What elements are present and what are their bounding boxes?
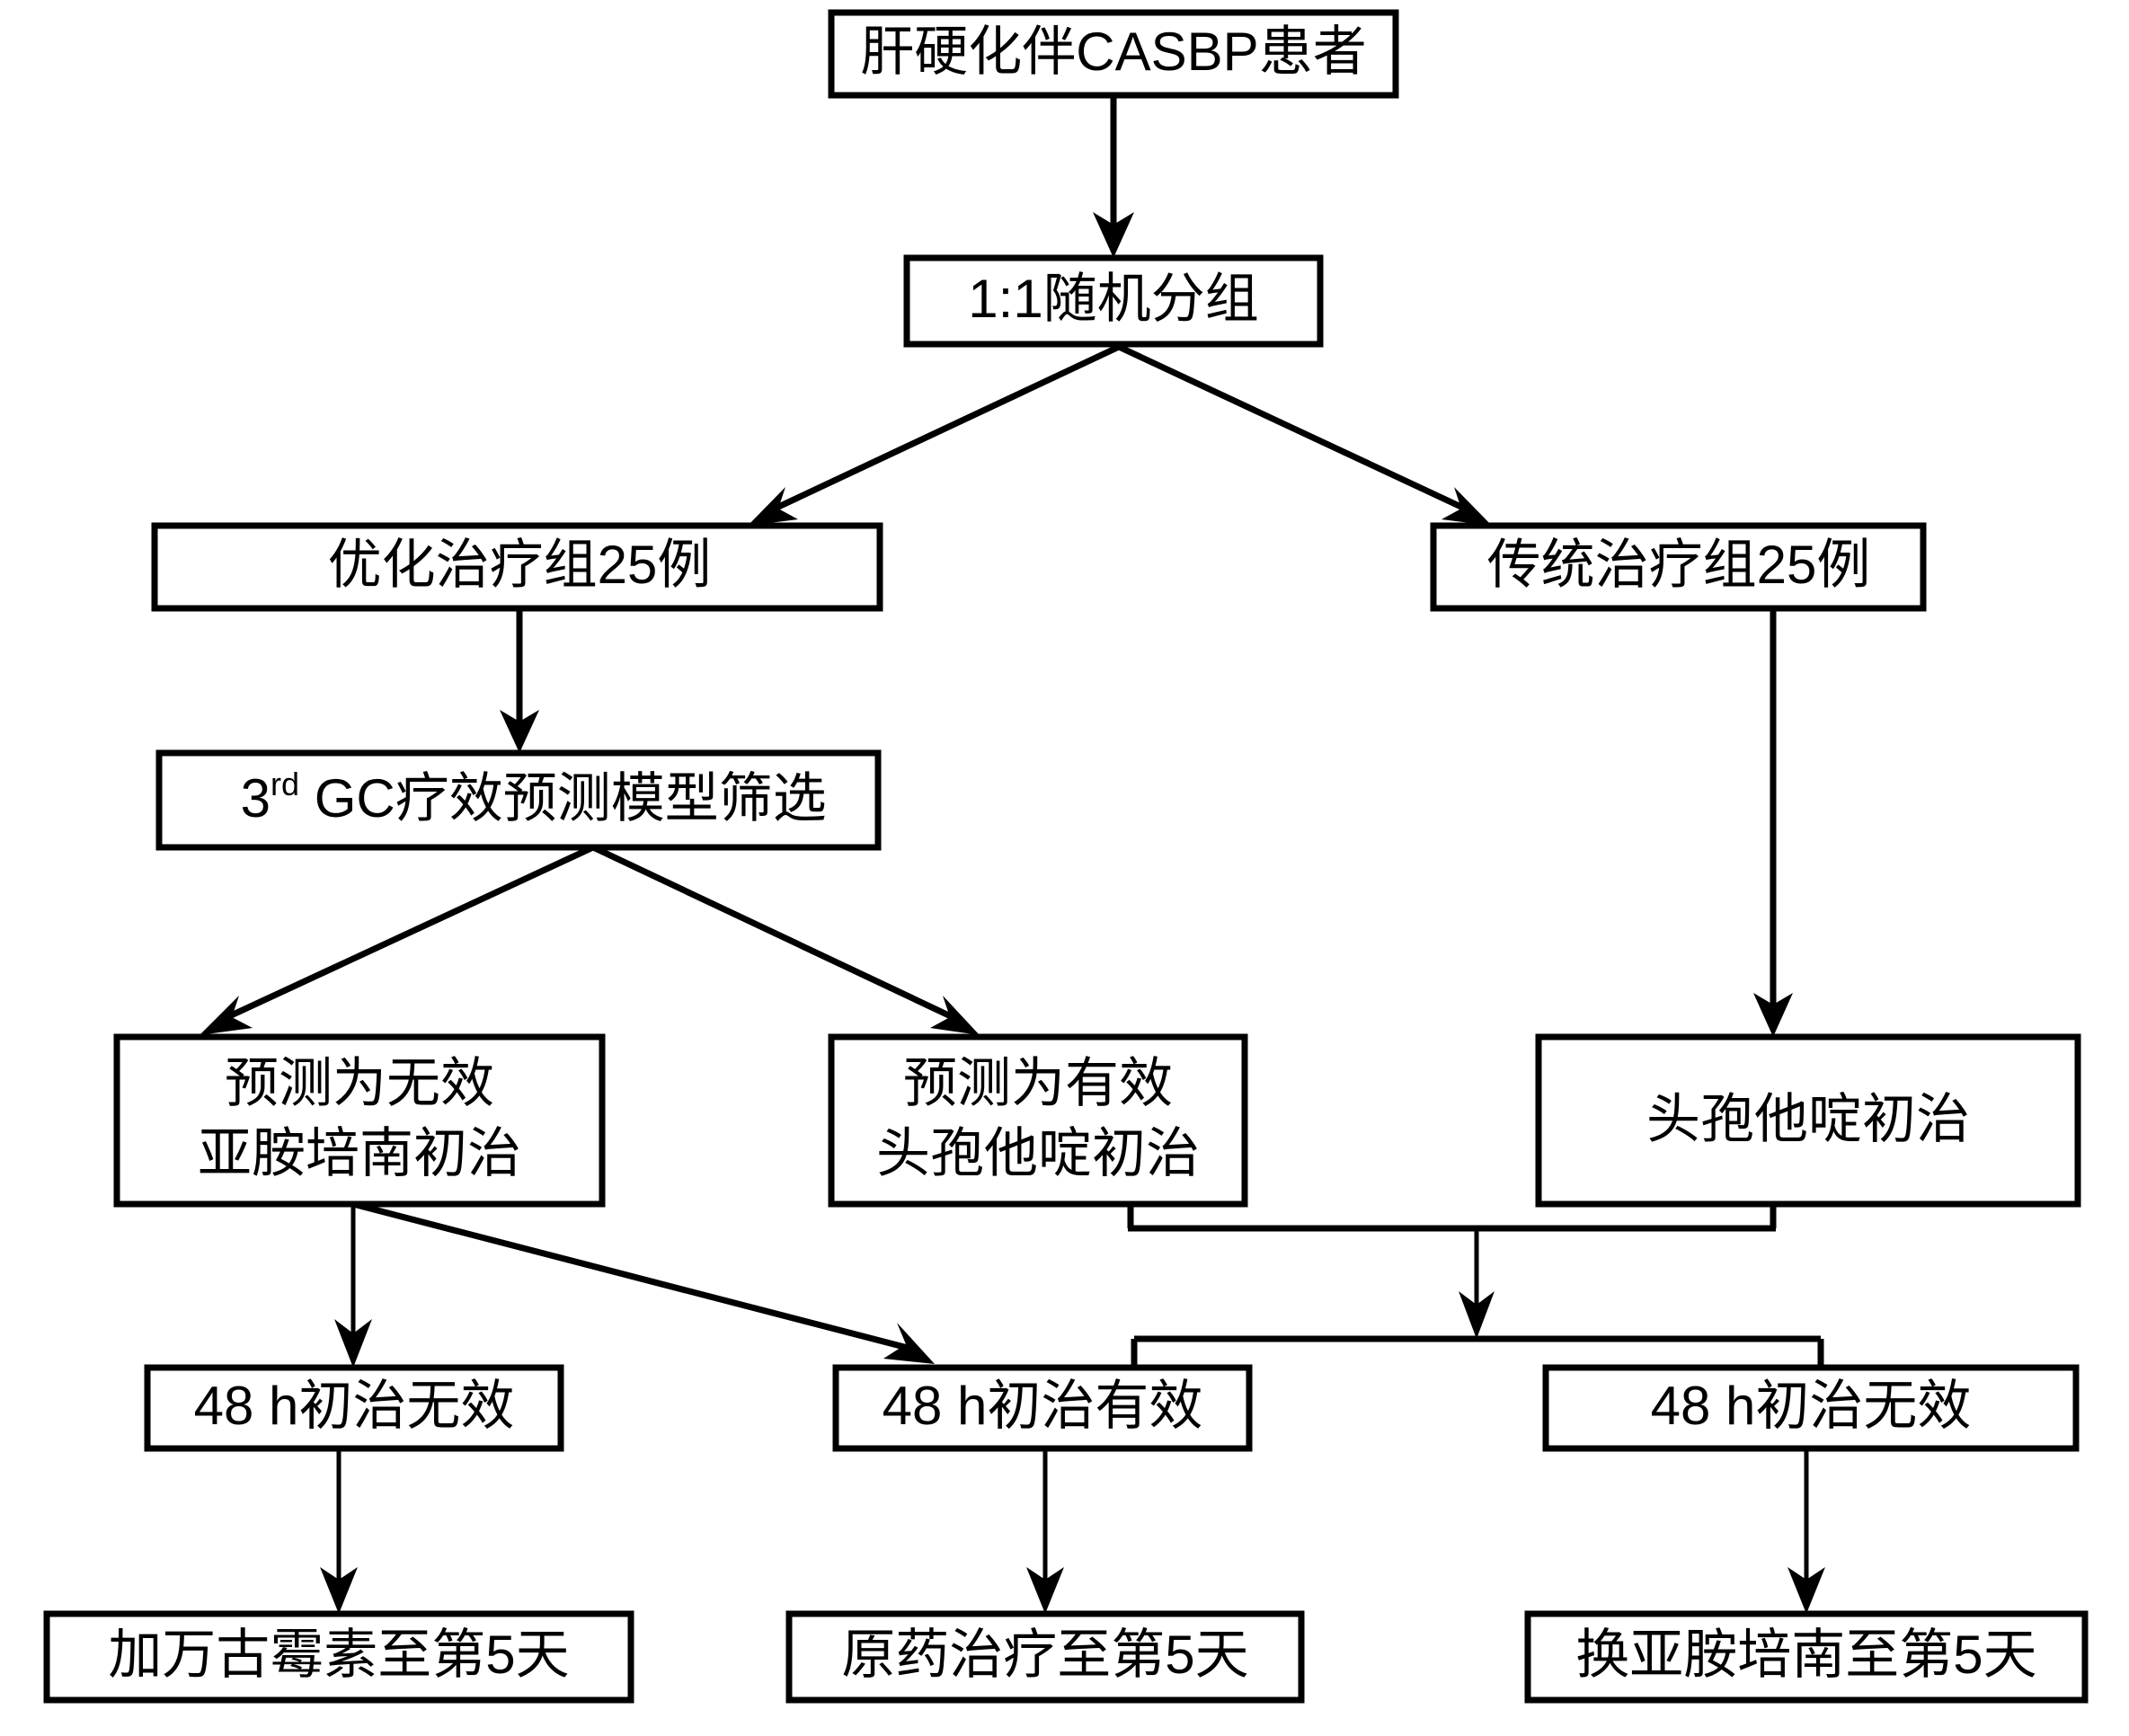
predicted-effective-box[interactable]: 预测为有效 头孢他啶初治 bbox=[828, 1033, 1248, 1208]
edge-48h-middle-to-continue-original bbox=[1026, 1448, 1064, 1614]
edge-gc-model-to-predicted-ineffective bbox=[200, 844, 595, 1035]
gc-prediction-model-label: 3rd GC疗效预测模型筛选 bbox=[75, 766, 961, 828]
predicted-ineffective-line2: 亚胺培南初治 bbox=[198, 1123, 521, 1183]
continue-original-drug-label: 原药治疗至第5天 bbox=[841, 1625, 1248, 1685]
edge-patients-to-randomize bbox=[1093, 95, 1134, 258]
gc-model-superscript: rd bbox=[271, 766, 299, 802]
predicted-ineffective-box[interactable]: 预测为无效 亚胺培南初治 bbox=[113, 1033, 606, 1208]
edge-merge-and-split-bracket bbox=[1127, 1204, 1824, 1368]
conventional-treatment-group-box[interactable]: 传统治疗组25例 bbox=[1430, 522, 1927, 612]
optimized-treatment-group-label: 优化治疗组25例 bbox=[328, 535, 712, 595]
gc-model-prefix: 3 bbox=[241, 768, 271, 828]
continue-original-drug-box[interactable]: 原药治疗至第5天 bbox=[785, 1610, 1305, 1704]
predicted-effective-line2: 头孢他啶初治 bbox=[876, 1123, 1200, 1183]
connectors-layer bbox=[200, 95, 1825, 1614]
gc-model-main: GC疗效预测模型筛选 bbox=[299, 768, 827, 828]
edge-48h-right-to-switch-imipenem bbox=[1787, 1448, 1825, 1614]
gc-prediction-model-box[interactable]: 3rd GC疗效预测模型筛选 bbox=[75, 749, 961, 851]
conventional-treatment-group-label: 传统治疗组25例 bbox=[1487, 535, 1871, 595]
ceftazidime-initial-treatment-box[interactable]: 头孢他啶初治 bbox=[1535, 1033, 2081, 1208]
ineffective-48h-left-label: 48 h初治无效 bbox=[194, 1376, 515, 1436]
patients-box-label: 肝硬化伴CASBP患者 bbox=[860, 22, 1366, 82]
ineffective-48h-right-label: 48 h初治无效 bbox=[1651, 1376, 1972, 1436]
edge-optimized-group-to-gc-model bbox=[500, 608, 539, 753]
edge-randomize-to-optimized-group bbox=[748, 343, 1121, 526]
optimized-treatment-group-box[interactable]: 优化治疗组25例 bbox=[151, 522, 883, 612]
switch-to-imipenem-label: 换亚胺培南至第5天 bbox=[1575, 1625, 2036, 1685]
edge-gc-model-to-predicted-effective bbox=[591, 844, 980, 1035]
edge-48h-left-to-add-vancomycin bbox=[320, 1448, 358, 1614]
edge-conventional-group-to-ceftazidime bbox=[1753, 608, 1793, 1037]
predicted-ineffective-line1: 预测为无效 bbox=[225, 1053, 494, 1113]
randomization-box[interactable]: 1:1随机分组 bbox=[903, 254, 1324, 348]
edge-randomize-to-conventional-group bbox=[1117, 343, 1492, 526]
ceftazidime-initial-label: 头孢他啶初治 bbox=[1646, 1089, 1970, 1149]
add-vancomycin-box[interactable]: 加万古霉素至第5天 bbox=[43, 1610, 634, 1704]
ineffective-48h-right-box[interactable]: 48 h初治无效 bbox=[1542, 1364, 2080, 1452]
patients-box[interactable]: 肝硬化伴CASBP患者 bbox=[828, 9, 1399, 99]
randomization-box-label: 1:1随机分组 bbox=[968, 269, 1258, 329]
nodes-layer: 肝硬化伴CASBP患者 1:1随机分组 优化治疗组25例 传统治疗组25例 bbox=[43, 9, 2089, 1704]
add-vancomycin-label: 加万古霉素至第5天 bbox=[108, 1625, 569, 1685]
predicted-effective-line1: 预测为有效 bbox=[903, 1053, 1173, 1113]
effective-48h-middle-box[interactable]: 48 h初治有效 bbox=[832, 1364, 1253, 1452]
effective-48h-middle-label: 48 h初治有效 bbox=[883, 1376, 1203, 1436]
edge-predicted-ineffective-to-48h-left bbox=[334, 1204, 372, 1368]
ineffective-48h-left-box[interactable]: 48 h初治无效 bbox=[144, 1364, 564, 1452]
edge-predicted-ineffective-to-48h-middle bbox=[352, 1200, 935, 1364]
switch-to-imipenem-box[interactable]: 换亚胺培南至第5天 bbox=[1524, 1610, 2089, 1704]
